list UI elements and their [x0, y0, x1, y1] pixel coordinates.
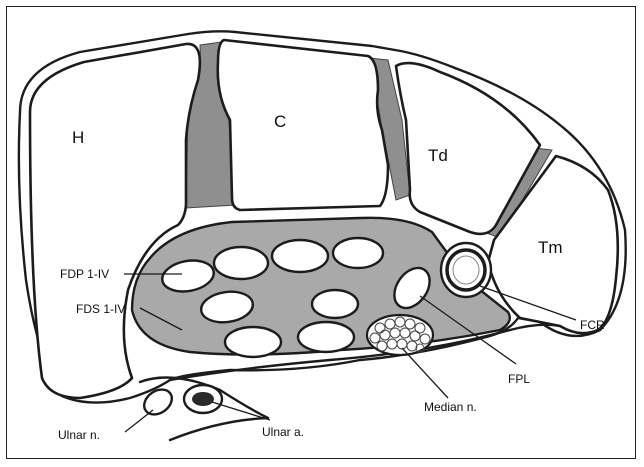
- leader-median: [402, 348, 448, 398]
- fcr-tendon: [441, 243, 491, 297]
- median-nerve: [367, 315, 433, 355]
- ulnar-nerve-shape: [139, 384, 176, 419]
- fdp-tendon-3: [272, 240, 328, 272]
- fds-tendon-4: [298, 322, 354, 352]
- leader-ulnar-artery: [212, 402, 270, 420]
- fdp-tendon-4: [333, 238, 383, 268]
- label-median-nerve: Median n.: [424, 400, 477, 414]
- label-hamate: H: [72, 128, 84, 148]
- leader-ulnar-nerve: [125, 410, 153, 432]
- fds-tendon-2: [312, 290, 358, 318]
- fdp-tendon-2: [214, 247, 268, 279]
- label-trapezoid: Td: [428, 146, 448, 166]
- label-trapezium: Tm: [538, 238, 563, 258]
- capitate-bone: [218, 40, 388, 210]
- label-fds: FDS 1-IV: [76, 302, 125, 316]
- label-ulnar-nerve: Ulnar n.: [58, 428, 100, 442]
- label-ulnar-artery: Ulnar a.: [262, 425, 304, 439]
- label-fcr: FCR: [580, 318, 605, 332]
- label-capitate: C: [274, 112, 286, 132]
- label-fpl: FPL: [508, 372, 530, 386]
- fds-tendon-3: [225, 327, 281, 357]
- ulnar-artery-shape: [184, 385, 222, 413]
- label-fdp: FDP 1-IV: [60, 267, 109, 281]
